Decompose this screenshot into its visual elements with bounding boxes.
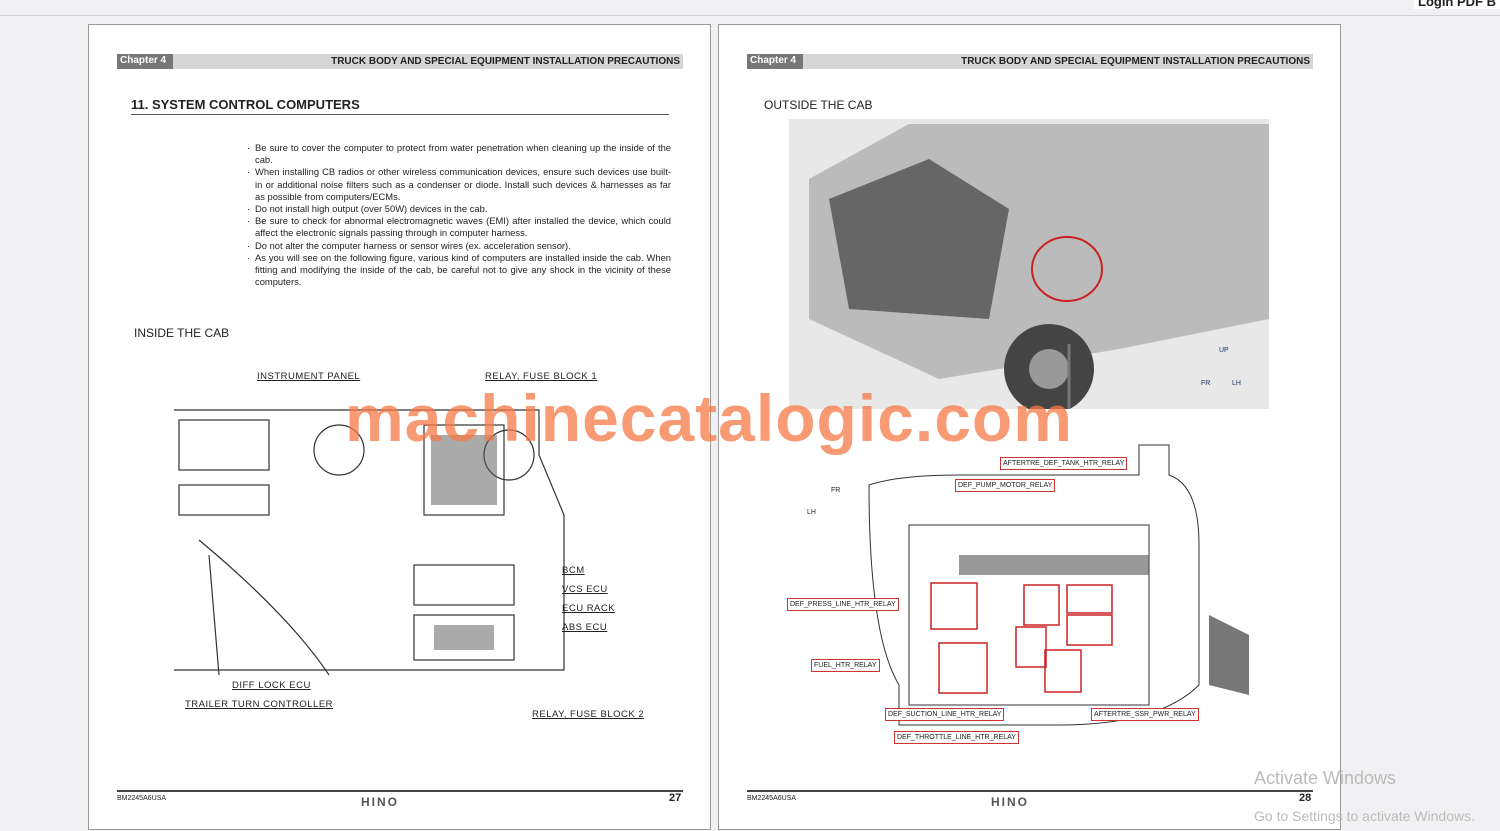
page-number: 27 <box>669 792 682 804</box>
label-bcm: BCM <box>562 565 585 576</box>
axis-lh: LH <box>807 509 816 516</box>
page-title: 11. SYSTEM CONTROL COMPUTERS <box>131 97 669 115</box>
precaution-list: Be sure to cover the computer to protect… <box>247 142 671 288</box>
relay-label: DEF_THROTTLE_LINE_HTR_RELAY <box>894 731 1019 744</box>
label-instrument-panel: INSTRUMENT PANEL <box>257 371 361 382</box>
axis-up: UP <box>1219 347 1229 354</box>
page-27: Chapter 4 TRUCK BODY AND SPECIAL EQUIPMEN… <box>88 24 711 830</box>
axis-lh: LH <box>1232 380 1241 387</box>
axis-fr: FR <box>1201 380 1211 387</box>
page-header: Chapter 4 TRUCK BODY AND SPECIAL EQUIPMEN… <box>747 54 1313 69</box>
header-title: TRUCK BODY AND SPECIAL EQUIPMENT INSTALL… <box>961 56 1310 67</box>
document-code: BM2245A6USA <box>117 795 167 802</box>
watermark: machinecatalogic.com <box>345 381 1073 455</box>
label-trailer-turn-controller: TRAILER TURN CONTROLLER <box>185 699 334 710</box>
footer-rule <box>117 790 683 792</box>
relay-label: DEF_PRESS_LINE_HTR_RELAY <box>787 598 899 611</box>
activate-windows-title: Activate Windows <box>1254 768 1397 788</box>
list-item: When installing CB radios or other wirel… <box>247 166 671 203</box>
page-28: Chapter 4 TRUCK BODY AND SPECIAL EQUIPMEN… <box>718 24 1341 830</box>
top-bar: Login PDF B <box>0 0 1500 16</box>
page-number: 28 <box>1299 792 1312 804</box>
list-item: As you will see on the following figure,… <box>247 252 671 289</box>
relay-label: DEF_PUMP_MOTOR_RELAY <box>955 479 1056 492</box>
relay-label: AFTERTRE_SSR_PWR_RELAY <box>1091 708 1199 721</box>
section-heading: OUTSIDE THE CAB <box>764 98 873 112</box>
label-abs-ecu: ABS ECU <box>562 622 608 633</box>
chapter-label: Chapter 4 <box>747 54 803 69</box>
truck-illustration <box>789 119 1269 409</box>
label-diff-lock-ecu: DIFF LOCK ECU <box>232 680 311 691</box>
activate-windows-subtitle: Go to Settings to activate Windows. <box>1254 808 1475 824</box>
label-relay-fuse-block-1: RELAY, FUSE BLOCK 1 <box>485 371 598 382</box>
relay-label: AFTERTRE_DEF_TANK_HTR_RELAY <box>1000 457 1128 470</box>
label-vcs-ecu: VCS ECU <box>562 584 608 595</box>
dashboard-diagram <box>174 409 565 676</box>
relay-box-diagram <box>868 444 1249 726</box>
document-code: BM2245A6USA <box>747 795 797 802</box>
hino-logo: HINO <box>991 795 1029 809</box>
page-header: Chapter 4 TRUCK BODY AND SPECIAL EQUIPMEN… <box>117 54 683 69</box>
relay-label: DEF_SUCTION_LINE_HTR_RELAY <box>885 708 1005 721</box>
section-heading: INSIDE THE CAB <box>134 326 230 340</box>
hino-logo: HINO <box>361 795 399 809</box>
list-item: Be sure to cover the computer to protect… <box>247 142 671 166</box>
axis-fr: FR <box>831 487 841 494</box>
header-title: TRUCK BODY AND SPECIAL EQUIPMENT INSTALL… <box>331 56 680 67</box>
label-relay-fuse-block-2: RELAY, FUSE BLOCK 2 <box>532 709 645 720</box>
label-ecu-rack: ECU RACK <box>562 603 616 614</box>
login-link[interactable]: Login PDF B <box>1414 0 1500 9</box>
list-item: Do not install high output (over 50W) de… <box>247 203 671 215</box>
footer-rule <box>747 790 1313 792</box>
list-item: Do not alter the computer harness or sen… <box>247 240 671 252</box>
chapter-label: Chapter 4 <box>117 54 173 69</box>
list-item: Be sure to check for abnormal electromag… <box>247 215 671 239</box>
relay-label: FUEL_HTR_RELAY <box>811 659 880 672</box>
